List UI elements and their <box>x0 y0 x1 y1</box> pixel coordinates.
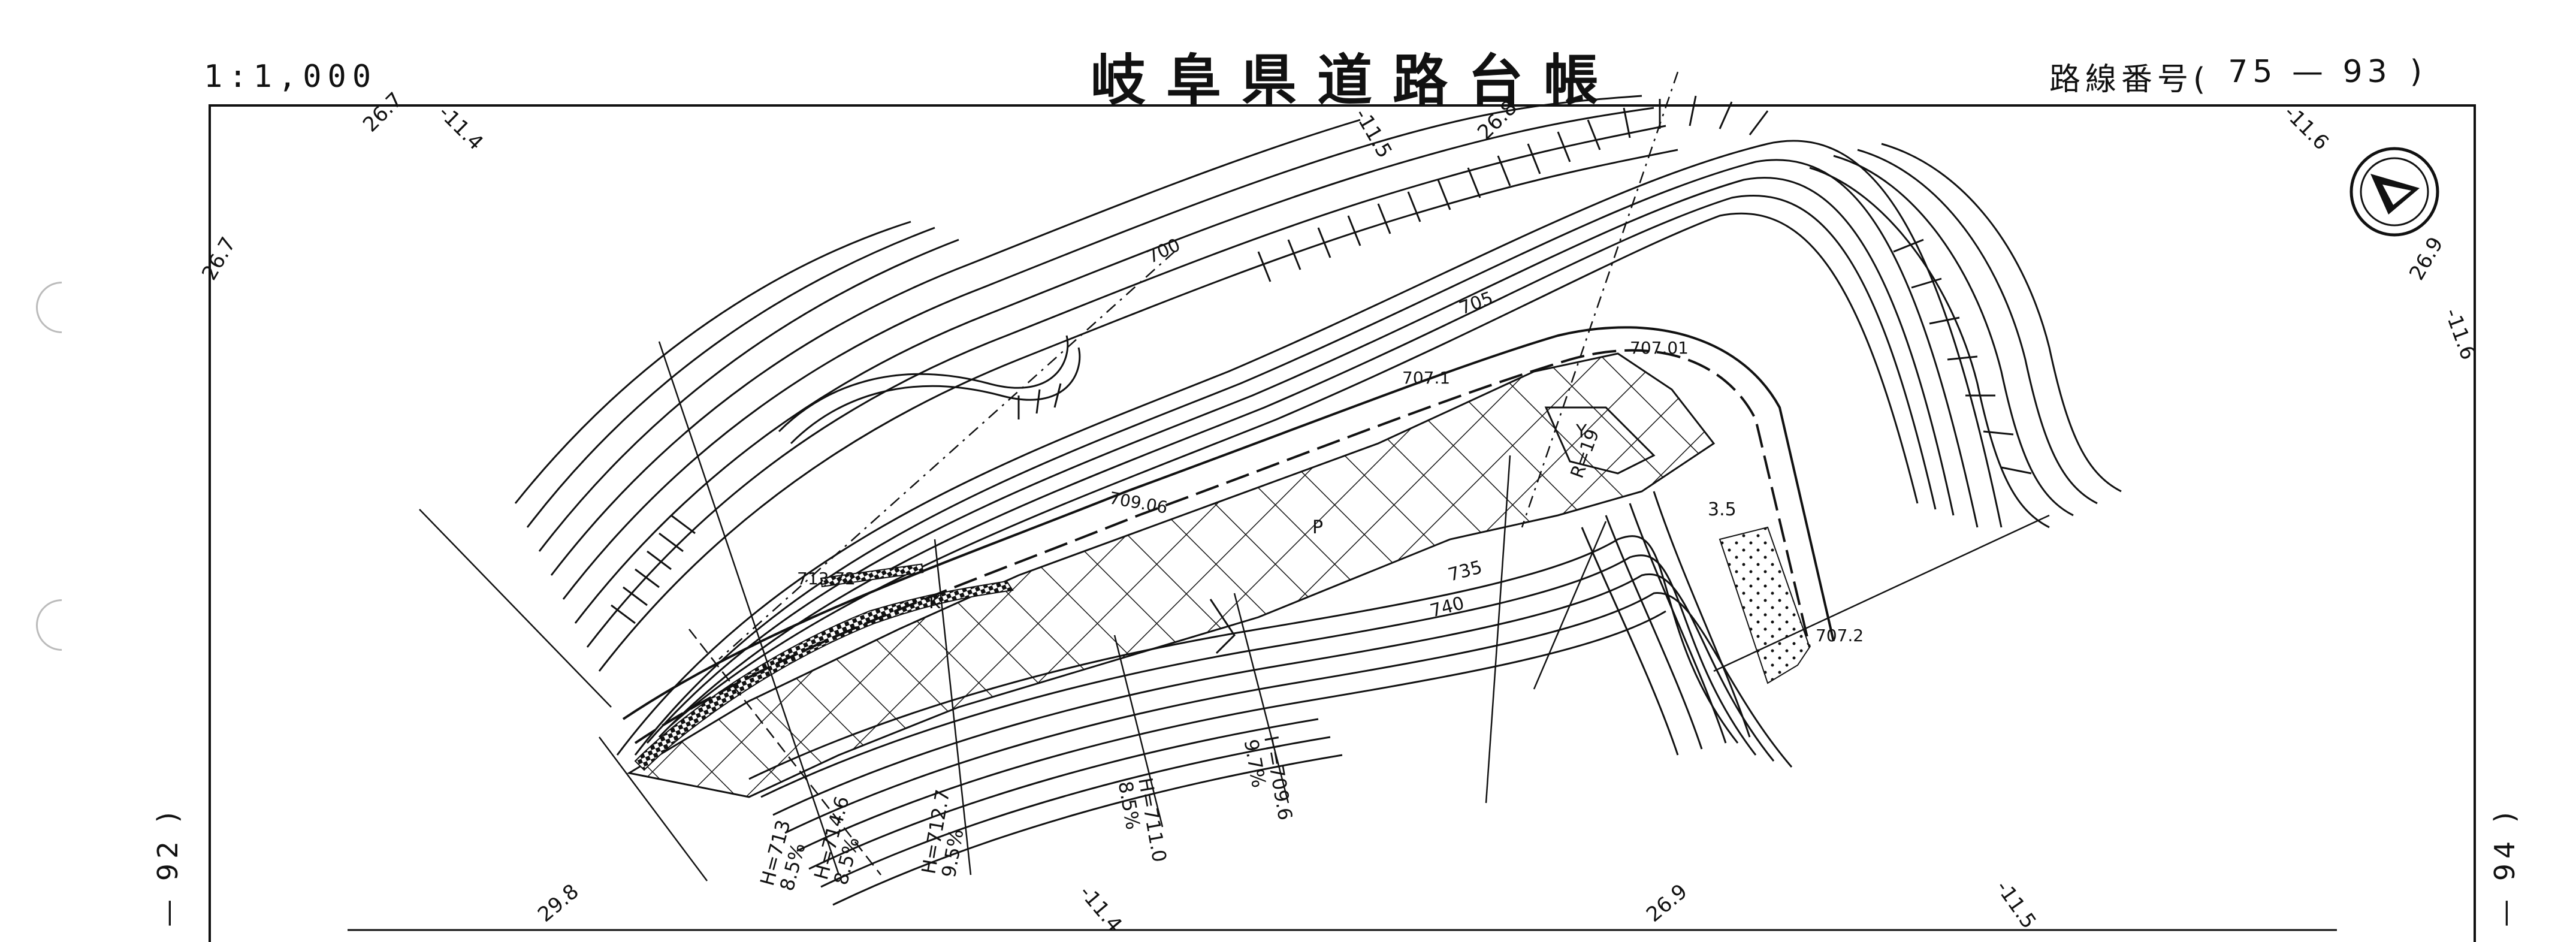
k-symbol: K <box>929 592 941 613</box>
grid-label: 29.8 <box>533 880 584 927</box>
slope-hachures <box>611 95 2032 624</box>
road-lines <box>622 326 1835 744</box>
grid-label: 26.7 <box>197 233 240 285</box>
contour-label: 705 <box>1457 288 1496 319</box>
route-label: 路線番号( <box>2049 62 2210 98</box>
section-lines <box>419 71 2050 881</box>
page-title: 岐阜県道路台帳 <box>1091 49 1620 113</box>
route-numbers: 75 — 93 <box>2228 54 2392 90</box>
y-symbol: Y <box>1575 421 1587 442</box>
paved-area <box>626 352 1716 798</box>
grid-label: 26.9 <box>1642 880 1692 927</box>
grid-label: -11.5 <box>1991 876 2041 933</box>
spot-height: 709.06 <box>1108 488 1169 518</box>
spot-height: 707.2 <box>1816 626 1864 645</box>
grid-label: -11.6 <box>2440 305 2481 363</box>
grid-label: 26.9 <box>2405 233 2448 285</box>
structures <box>1209 406 1656 654</box>
parking-symbol: P <box>1312 517 1323 538</box>
grid-label: -11.6 <box>2279 101 2333 155</box>
gravel-area <box>1719 526 1811 684</box>
grid-label: -11.4 <box>434 101 488 155</box>
grid-label: 26.7 <box>358 88 407 137</box>
spot-height: 713.72 <box>797 569 856 588</box>
route-close: ) <box>2409 54 2427 90</box>
spot-height: 707.1 <box>1402 368 1450 388</box>
route-number: 路線番号( 75 — 93 ) <box>2049 54 2427 99</box>
grid-label: -11.5 <box>1349 105 1397 162</box>
spot-heights: 707.01 707.1 709.06 713.72 707.2 <box>797 338 1864 645</box>
grid-label: -11.4 <box>1074 881 1127 937</box>
map-scale: 1:1,000 <box>204 59 378 95</box>
map-frame <box>209 104 2476 942</box>
road-width: 3.5 <box>1708 499 1737 520</box>
contours-upper <box>514 95 2122 756</box>
north-arrow-icon <box>2349 147 2439 237</box>
contour-label: 735 <box>1446 557 1484 586</box>
retaining-wall-upper <box>820 563 924 587</box>
spot-height: 707.01 <box>1630 338 1689 358</box>
retaining-wall <box>634 580 1014 771</box>
